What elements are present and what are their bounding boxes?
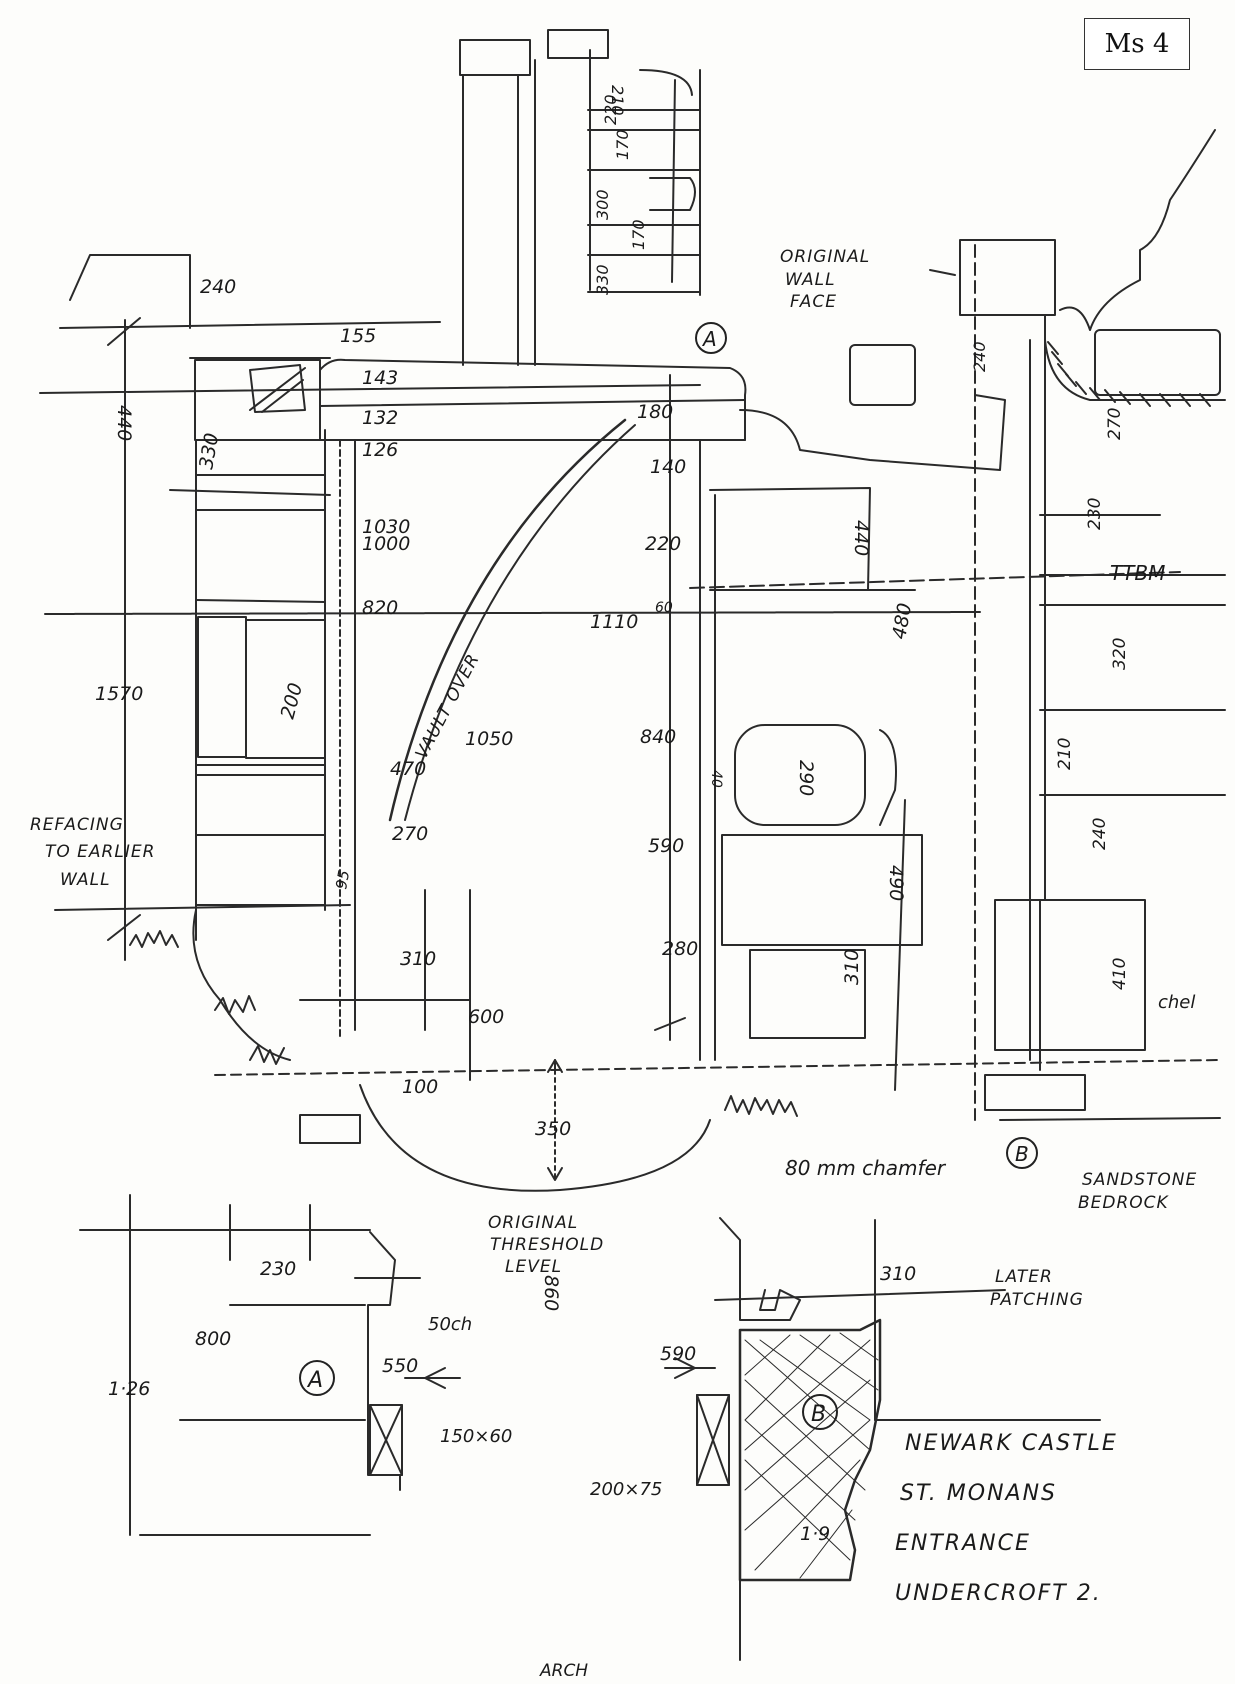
dim-b-210: 210 <box>1055 738 1075 770</box>
dim-280: 280 <box>662 938 698 960</box>
title-line-3: ENTRANCE <box>895 1531 1031 1556</box>
section-b-label: B <box>1015 1142 1029 1166</box>
dim-chim-210: 210 <box>608 85 627 116</box>
note-refacing-3: WALL <box>60 870 111 890</box>
dim-600: 600 <box>468 1006 504 1028</box>
detail-b-circle <box>802 1394 838 1430</box>
dim-1030: 1030 <box>362 516 410 538</box>
section-b-circle <box>1006 1137 1038 1169</box>
note-threshold-1: ORIGINAL <box>488 1213 578 1233</box>
detail-b <box>664 1217 1101 1661</box>
dim-310-left: 310 <box>400 948 436 970</box>
note-timber-b: 200×75 <box>590 1479 662 1500</box>
title-line-2: ST. MONANS <box>900 1481 1057 1506</box>
note-footer: ARCH <box>539 1661 588 1680</box>
section-a-label: A <box>701 327 717 351</box>
dim-440: 440 <box>113 405 135 441</box>
dim-350: 350 <box>535 1118 571 1140</box>
dim-440-right: 440 <box>850 520 872 556</box>
dim-chim-220: 220 <box>601 94 620 125</box>
dim-b-19: 1·9 <box>800 1523 830 1545</box>
right-wall-section <box>959 129 1226 1121</box>
dim-a-550: 550 <box>382 1355 418 1377</box>
chimney-stack <box>459 29 701 366</box>
dim-1570: 1570 <box>95 683 143 705</box>
dim-330: 330 <box>195 431 223 471</box>
dim-290: 290 <box>795 760 817 796</box>
dim-220: 220 <box>645 533 681 555</box>
note-threshold-2: THRESHOLD <box>490 1235 604 1255</box>
title-line-1: NEWARK CASTLE <box>905 1431 1118 1456</box>
dim-chim-170b: 170 <box>629 219 648 250</box>
dim-1000: 1000 <box>362 533 410 555</box>
dim-b-240-2: 240 <box>1090 818 1110 850</box>
dim-b-320: 320 <box>1110 638 1130 670</box>
dim-b-590: 590 <box>660 1343 696 1365</box>
dim-240-top: 240 <box>200 276 236 298</box>
dim-860: 860 <box>540 1275 562 1311</box>
dim-bdet-310: 310 <box>880 1263 916 1285</box>
sheet-reference: Ms 4 <box>1104 29 1170 59</box>
section-a-circle <box>695 322 727 354</box>
dim-a-126: 1·26 <box>108 1378 150 1400</box>
note-refacing-1: REFACING <box>30 815 124 835</box>
dim-a-800: 800 <box>195 1328 231 1350</box>
note-50ch: 50ch <box>428 1314 472 1335</box>
dim-b-270: 270 <box>1105 408 1125 440</box>
dim-b-240: 240 <box>970 341 989 372</box>
dim-140: 140 <box>650 456 686 478</box>
dim-100: 100 <box>402 1076 438 1098</box>
dim-820: 820 <box>362 597 398 619</box>
dim-155: 155 <box>340 325 376 347</box>
note-original-wall-face-2: WALL <box>785 270 836 290</box>
note-refacing-2: TO EARLIER <box>45 842 155 862</box>
detail-a-circle <box>299 1360 335 1396</box>
lintel <box>189 357 747 441</box>
note-chel: chel <box>1158 992 1195 1013</box>
dim-b-410: 410 <box>1110 958 1130 990</box>
title-line-4: UNDERCROFT 2. <box>895 1581 1102 1606</box>
note-original-wall-face-3: FACE <box>790 292 837 312</box>
right-door-masonry <box>709 344 1006 1117</box>
dim-95: 95 <box>332 869 353 891</box>
dim-180: 180 <box>637 401 673 423</box>
note-ttbm: TTBM <box>1110 561 1165 585</box>
detail-a-label: A <box>306 1368 323 1393</box>
note-80mm-chamfer: 80 mm chamfer <box>785 1156 947 1180</box>
dim-chim-300: 300 <box>593 189 612 220</box>
dim-310-right: 310 <box>841 949 863 985</box>
note-sandstone-1: SANDSTONE <box>1082 1170 1197 1190</box>
note-original-wall-face-1: ORIGINAL <box>780 247 870 267</box>
dim-chim-170: 170 <box>613 129 632 160</box>
dim-40: 40 <box>708 770 724 788</box>
dim-1050: 1050 <box>465 728 513 750</box>
dim-1110: 1110 <box>590 611 638 633</box>
dim-840: 840 <box>640 726 676 748</box>
dim-a-230: 230 <box>260 1258 296 1280</box>
dim-590: 590 <box>648 835 684 857</box>
dim-chim-330: 330 <box>593 264 612 295</box>
note-threshold-3: LEVEL <box>505 1257 562 1277</box>
dim-470: 470 <box>390 758 426 780</box>
dim-60: 60 <box>655 600 673 616</box>
dim-126: 126 <box>362 439 398 461</box>
note-later-patching-2: PATCHING <box>990 1290 1084 1310</box>
dim-490: 490 <box>885 865 907 901</box>
detail-a <box>79 1194 461 1536</box>
dim-270: 270 <box>392 823 428 845</box>
reference-lines <box>39 269 1181 1091</box>
left-wall-masonry <box>59 254 441 1065</box>
note-timber-a: 150×60 <box>440 1426 512 1447</box>
dim-b-230: 230 <box>1085 498 1105 530</box>
dim-480: 480 <box>888 601 916 641</box>
dim-132: 132 <box>362 407 398 429</box>
detail-b-label: B <box>811 1402 826 1427</box>
sheet-reference-box: Ms 4 <box>1084 18 1190 70</box>
dim-143: 143 <box>362 367 398 389</box>
note-sandstone-2: BEDROCK <box>1078 1193 1170 1213</box>
note-later-patching-1: LATER <box>995 1267 1053 1287</box>
dim-200: 200 <box>277 681 308 722</box>
